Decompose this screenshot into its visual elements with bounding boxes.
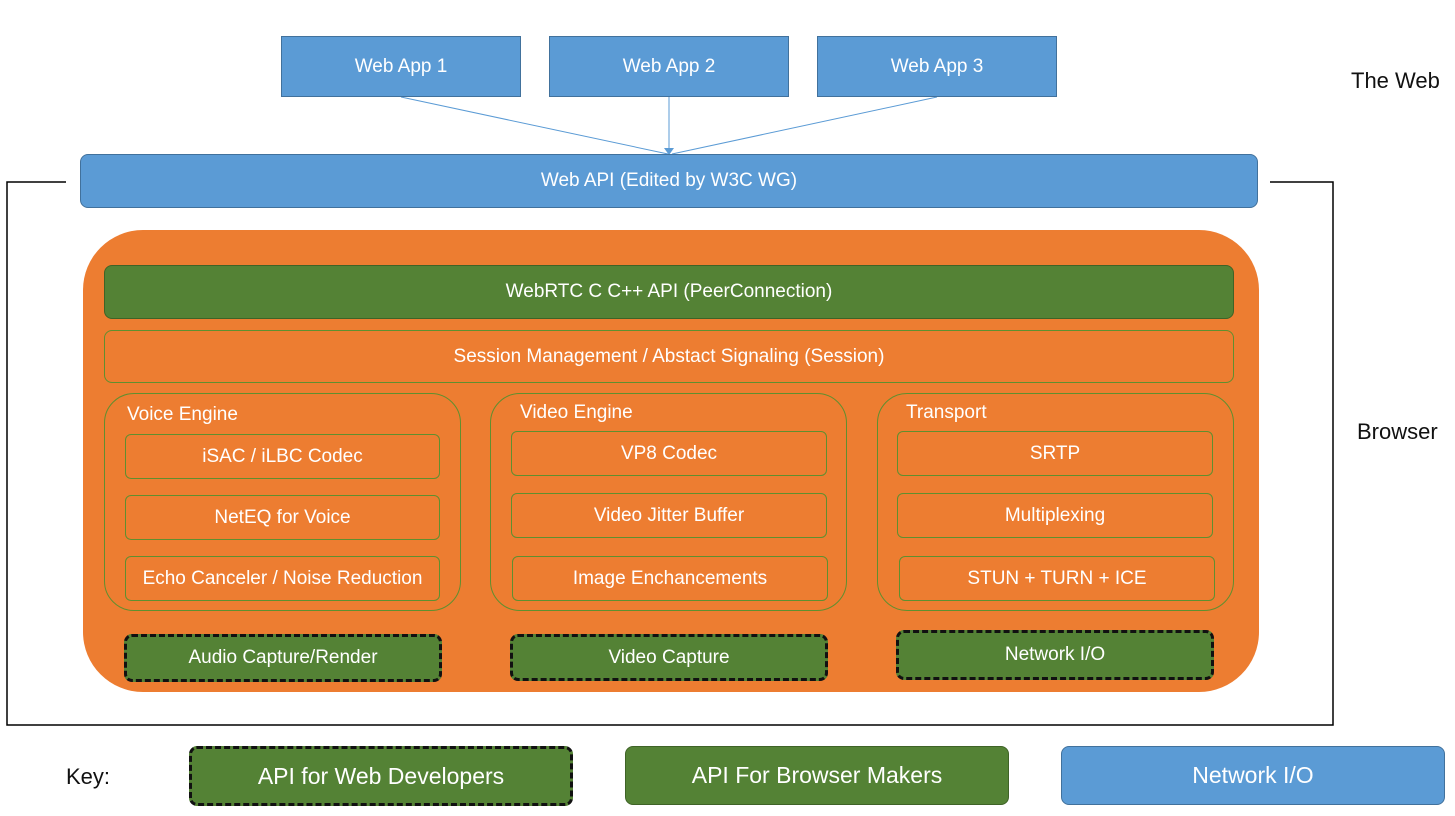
video-item-jitter: Video Jitter Buffer — [511, 493, 827, 538]
transport-group — [877, 393, 1234, 611]
voice-item-echo: Echo Canceler / Noise Reduction — [125, 556, 440, 601]
key-network-io: Network I/O — [1061, 746, 1445, 805]
web-app-3: Web App 3 — [817, 36, 1057, 97]
video-item-jitter-label: Video Jitter Buffer — [593, 504, 745, 526]
key-browser-makers: API For Browser Makers — [625, 746, 1009, 805]
connector-arrowhead — [664, 148, 674, 155]
session-bar: Session Management / Abstact Signaling (… — [104, 330, 1234, 383]
transport-item-multiplexing: Multiplexing — [897, 493, 1213, 538]
webrtc-api-label: WebRTC C C++ API (PeerConnection) — [505, 281, 833, 302]
transport-item-stun-label: STUN + TURN + ICE — [967, 567, 1147, 589]
transport-item-stun: STUN + TURN + ICE — [899, 556, 1215, 601]
voice-item-codec: iSAC / iLBC Codec — [125, 434, 440, 479]
video-engine-title: Video Engine — [520, 402, 633, 423]
voice-engine-group — [104, 393, 461, 611]
browser-bracket — [6, 181, 1334, 726]
web-app-1: Web App 1 — [281, 36, 521, 97]
voice-item-codec-label: iSAC / iLBC Codec — [202, 445, 363, 467]
video-capture-label: Video Capture — [608, 646, 730, 668]
video-item-codec-label: VP8 Codec — [620, 442, 718, 464]
web-api-label: Web API (Edited by W3C WG) — [540, 170, 798, 191]
video-item-codec: VP8 Codec — [511, 431, 827, 476]
audio-capture-box: Audio Capture/Render — [124, 634, 442, 682]
video-item-image: Image Enchancements — [512, 556, 828, 601]
transport-item-multiplexing-label: Multiplexing — [1004, 504, 1106, 526]
browser-label: Browser — [1357, 419, 1438, 444]
voice-item-neteq: NetEQ for Voice — [125, 495, 440, 540]
video-engine-group — [490, 393, 847, 611]
transport-item-srtp-label: SRTP — [1029, 442, 1081, 464]
transport-title: Transport — [906, 402, 987, 423]
key-web-developers-label: API for Web Developers — [257, 762, 505, 789]
video-capture-box: Video Capture — [510, 634, 828, 681]
key-label: Key: — [66, 764, 111, 789]
audio-capture-label: Audio Capture/Render — [188, 647, 378, 668]
web-app-3-label: Web App 3 — [890, 55, 984, 77]
network-io-label: Network I/O — [1004, 644, 1106, 665]
transport-item-srtp: SRTP — [897, 431, 1213, 476]
session-label: Session Management / Abstact Signaling (… — [453, 345, 885, 367]
webrtc-api-bar: WebRTC C C++ API (PeerConnection) — [104, 265, 1234, 319]
voice-item-echo-label: Echo Canceler / Noise Reduction — [142, 567, 423, 589]
key-browser-makers-label: API For Browser Makers — [691, 762, 943, 788]
web-app-2-label: Web App 2 — [622, 55, 716, 77]
voice-engine-title: Voice Engine — [127, 404, 238, 425]
web-app-1-label: Web App 1 — [354, 55, 448, 77]
web-app-2: Web App 2 — [549, 36, 789, 97]
the-web-label: The Web — [1351, 68, 1440, 93]
voice-item-neteq-label: NetEQ for Voice — [214, 506, 351, 528]
connector-app1 — [400, 96, 669, 155]
web-api-bar: Web API (Edited by W3C WG) — [80, 154, 1258, 208]
key-network-io-label: Network I/O — [1192, 762, 1314, 788]
video-item-image-label: Image Enchancements — [572, 567, 768, 589]
network-io-box: Network I/O — [896, 630, 1214, 680]
connector-app3 — [671, 96, 938, 155]
key-web-developers: API for Web Developers — [189, 746, 573, 806]
